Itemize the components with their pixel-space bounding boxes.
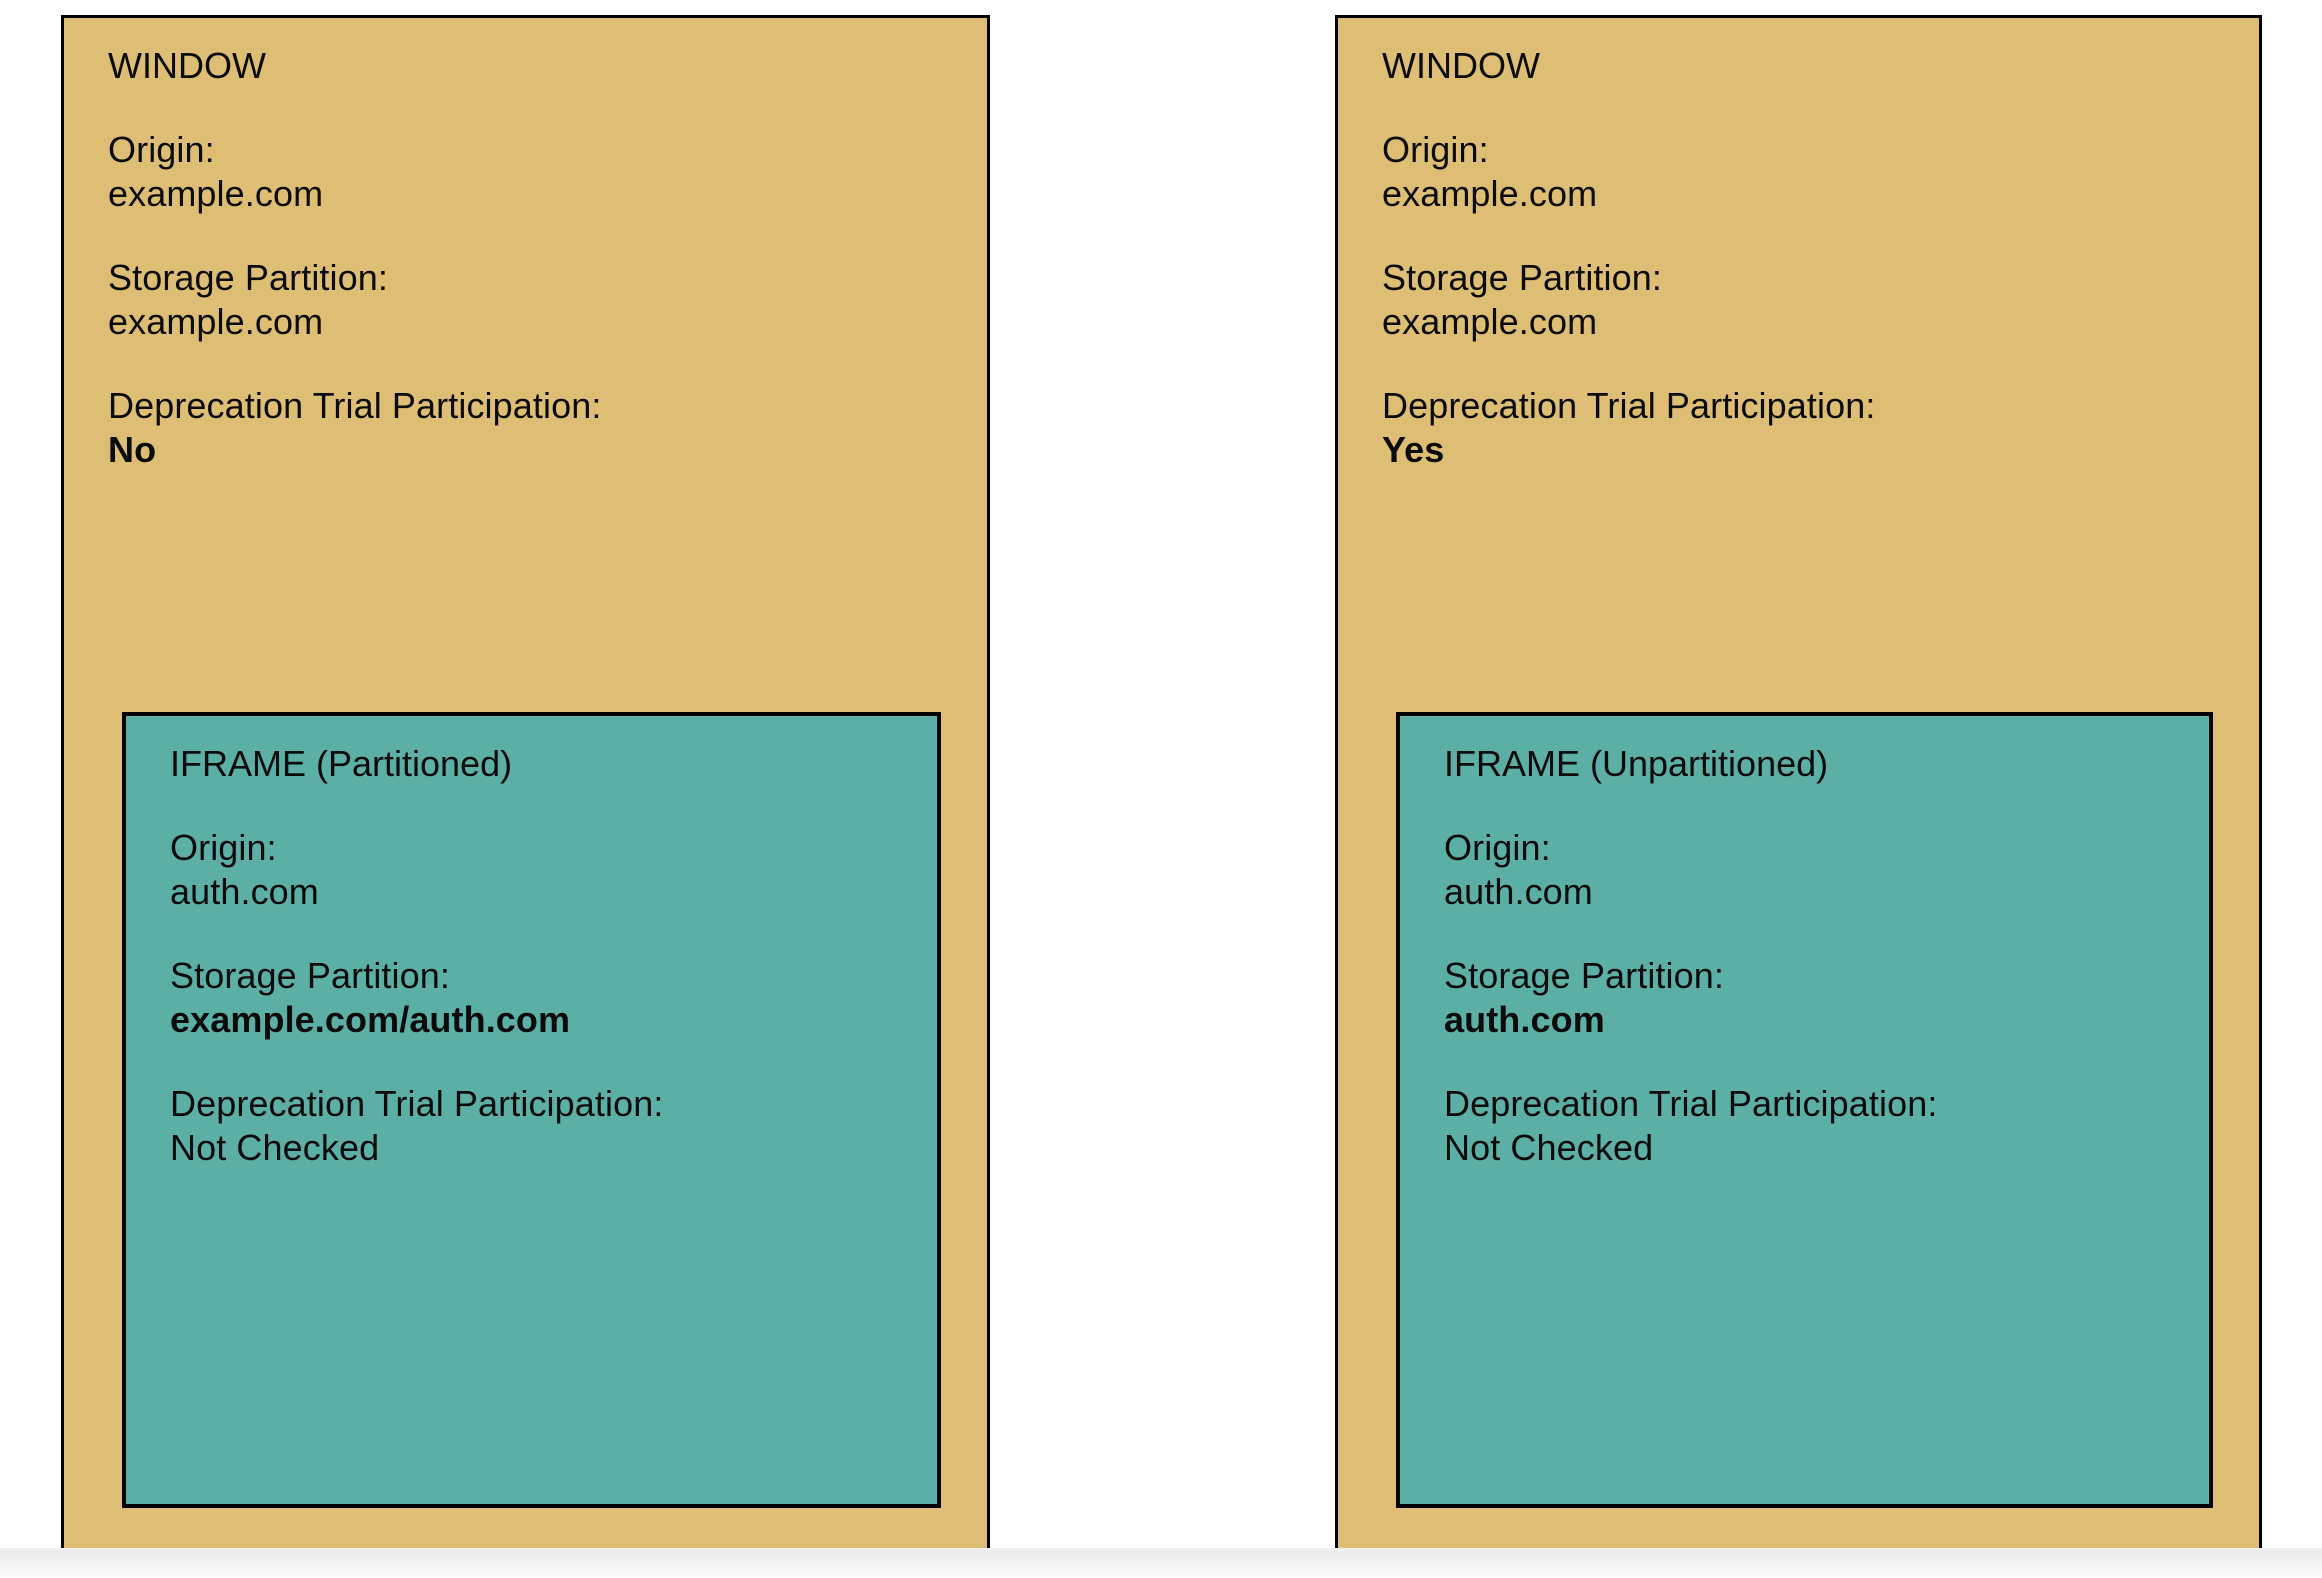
window-right-origin-label: Origin: (1382, 129, 1489, 170)
window-right-deprecation-trial-field: Deprecation Trial Participation: Yes (1382, 384, 2249, 472)
window-left-origin-field: Origin: example.com (108, 128, 977, 216)
iframe-right-origin-label: Origin: (1444, 827, 1551, 868)
window-left-text-stack: WINDOW Origin: example.com Storage Parti… (108, 44, 977, 472)
window-right-deprecation-trial-value: Yes (1382, 429, 1445, 470)
iframe-panel-left: IFRAME (Partitioned) Origin: auth.com St… (122, 712, 941, 1508)
window-left-deprecation-trial-label: Deprecation Trial Participation: (108, 385, 602, 426)
window-right-deprecation-trial-label: Deprecation Trial Participation: (1382, 385, 1876, 426)
iframe-left-origin-value: auth.com (170, 871, 319, 912)
iframe-right-deprecation-trial-field: Deprecation Trial Participation: Not Che… (1444, 1082, 2199, 1170)
iframe-left-deprecation-trial-label: Deprecation Trial Participation: (170, 1083, 664, 1124)
window-left-storage-partition-label: Storage Partition: (108, 257, 388, 298)
window-left-title: WINDOW (108, 45, 266, 86)
iframe-left-storage-partition-field: Storage Partition: example.com/auth.com (170, 954, 927, 1042)
iframe-left-text-stack: IFRAME (Partitioned) Origin: auth.com St… (170, 742, 927, 1170)
window-right-title: WINDOW (1382, 45, 1540, 86)
window-left-deprecation-trial-field: Deprecation Trial Participation: No (108, 384, 977, 472)
iframe-right-origin-value: auth.com (1444, 871, 1593, 912)
iframe-left-origin-label: Origin: (170, 827, 277, 868)
iframe-left-deprecation-trial-value: Not Checked (170, 1127, 380, 1168)
iframe-right-storage-partition-value: auth.com (1444, 999, 1605, 1040)
iframe-right-title: IFRAME (Unpartitioned) (1444, 743, 1829, 784)
iframe-left-origin-field: Origin: auth.com (170, 826, 927, 914)
window-right-origin-value: example.com (1382, 173, 1598, 214)
window-right-text-stack: WINDOW Origin: example.com Storage Parti… (1382, 44, 2249, 472)
page-bottom-shadow (0, 1551, 2322, 1578)
window-left-storage-partition-value: example.com (108, 301, 324, 342)
iframe-left-deprecation-trial-field: Deprecation Trial Participation: Not Che… (170, 1082, 927, 1170)
iframe-panel-right: IFRAME (Unpartitioned) Origin: auth.com … (1396, 712, 2213, 1508)
page-bottom-edge (0, 1548, 2322, 1552)
window-right-origin-field: Origin: example.com (1382, 128, 2249, 216)
iframe-right-deprecation-trial-label: Deprecation Trial Participation: (1444, 1083, 1938, 1124)
window-right-storage-partition-label: Storage Partition: (1382, 257, 1662, 298)
window-left-origin-value: example.com (108, 173, 324, 214)
window-right-storage-partition-value: example.com (1382, 301, 1598, 342)
window-panel-right: WINDOW Origin: example.com Storage Parti… (1335, 15, 2262, 1551)
iframe-right-storage-partition-label: Storage Partition: (1444, 955, 1724, 996)
iframe-left-storage-partition-label: Storage Partition: (170, 955, 450, 996)
iframe-left-storage-partition-value: example.com/auth.com (170, 999, 571, 1040)
iframe-right-origin-field: Origin: auth.com (1444, 826, 2199, 914)
window-left-deprecation-trial-value: No (108, 429, 157, 470)
iframe-left-title: IFRAME (Partitioned) (170, 743, 513, 784)
window-left-storage-partition-field: Storage Partition: example.com (108, 256, 977, 344)
window-left-origin-label: Origin: (108, 129, 215, 170)
iframe-right-text-stack: IFRAME (Unpartitioned) Origin: auth.com … (1444, 742, 2199, 1170)
window-right-storage-partition-field: Storage Partition: example.com (1382, 256, 2249, 344)
iframe-right-storage-partition-field: Storage Partition: auth.com (1444, 954, 2199, 1042)
iframe-right-deprecation-trial-value: Not Checked (1444, 1127, 1654, 1168)
window-panel-left: WINDOW Origin: example.com Storage Parti… (61, 15, 990, 1551)
